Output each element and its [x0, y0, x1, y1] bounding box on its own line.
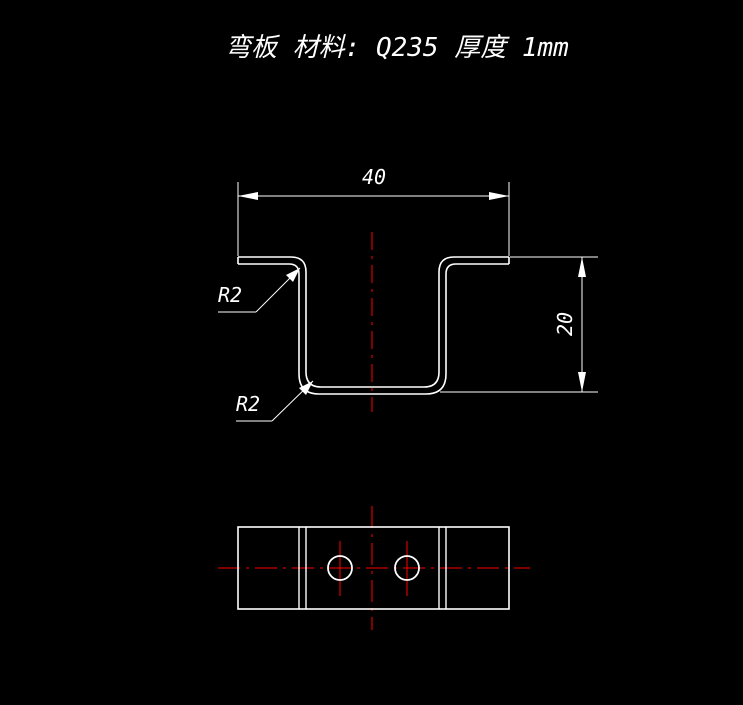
width-arrow-left [238, 192, 258, 200]
width-arrow-right [489, 192, 509, 200]
radius-bottom-text: R2 [236, 392, 260, 416]
height-dimension-text: 20 [553, 312, 577, 336]
profile-outer-line [238, 256, 509, 388]
radius-top-text: R2 [218, 283, 242, 307]
radius-bottom-arrow [299, 381, 313, 395]
hole-right [394, 555, 420, 581]
radius-top-arrow [286, 268, 300, 282]
hole-left [327, 555, 353, 581]
height-arrow-bottom [578, 372, 586, 392]
width-dimension-text: 40 [362, 165, 386, 189]
plan-view [218, 506, 530, 630]
plan-outline [237, 526, 510, 610]
height-arrow-top [578, 257, 586, 277]
profile-view: 40 20 R2 R2 [218, 165, 598, 422]
drawing-title: 弯板 材料: Q235 厚度 1mm [225, 33, 569, 63]
profile-inner-line [238, 263, 509, 395]
